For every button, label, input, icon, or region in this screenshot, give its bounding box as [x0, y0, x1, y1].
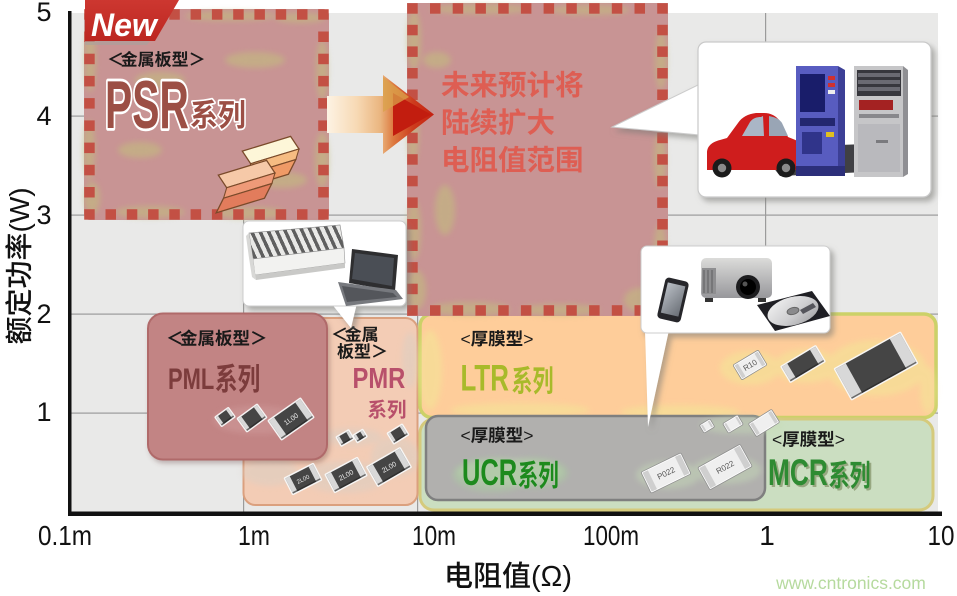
svg-text:(Ω): (Ω)	[531, 561, 572, 593]
svg-text:2L00: 2L00	[296, 474, 311, 486]
svg-text:<: <	[461, 329, 471, 349]
svg-text:>: >	[835, 430, 845, 450]
svg-text:2: 2	[36, 299, 51, 329]
svg-text:100m: 100m	[583, 520, 639, 551]
svg-text:MCR: MCR	[768, 451, 828, 493]
svg-text:1m: 1m	[238, 520, 270, 551]
svg-text:(W): (W)	[4, 187, 35, 232]
svg-text:5: 5	[36, 0, 51, 27]
svg-text:PMR: PMR	[353, 362, 406, 395]
svg-text:<: <	[461, 426, 471, 446]
svg-text:PML: PML	[168, 362, 214, 396]
svg-text:UCR: UCR	[462, 451, 517, 493]
svg-text:1: 1	[36, 397, 51, 427]
svg-text:10: 10	[928, 520, 955, 551]
svg-text:<: <	[772, 430, 782, 450]
svg-text:www.cntronics.com: www.cntronics.com	[775, 573, 926, 593]
svg-text:PSR: PSR	[105, 66, 189, 142]
svg-text:0.1m: 0.1m	[38, 520, 92, 551]
svg-text:MCR: MCR	[770, 453, 830, 495]
svg-text:10m: 10m	[412, 520, 456, 551]
svg-text:New: New	[91, 7, 159, 43]
svg-text:LTR: LTR	[461, 357, 509, 399]
svg-text:1: 1	[759, 520, 775, 551]
svg-text:3: 3	[36, 200, 51, 230]
svg-text:4: 4	[36, 101, 51, 131]
svg-text:>: >	[523, 329, 533, 349]
svg-text:>: >	[523, 426, 533, 446]
